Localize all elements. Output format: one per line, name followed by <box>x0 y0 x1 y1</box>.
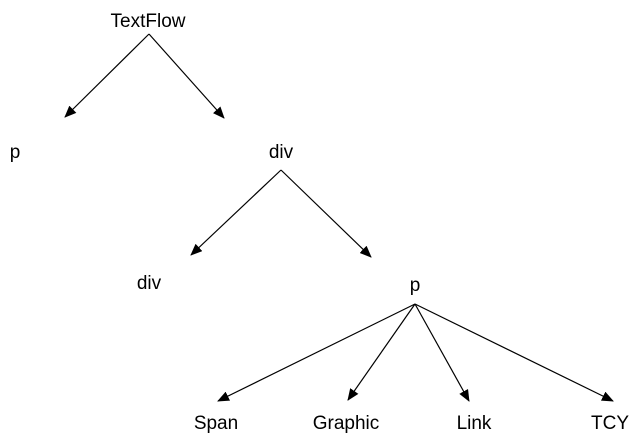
node-graphic: Graphic <box>313 413 380 434</box>
node-tcy: TCY <box>591 413 629 434</box>
edge-p-span <box>217 303 416 402</box>
edge-p-link <box>414 303 470 402</box>
edges <box>64 33 614 402</box>
node-div-upper: div <box>269 142 294 163</box>
nodes: TextFlow p div div p Span Graphic Link T… <box>10 11 630 434</box>
node-p-left: p <box>10 142 21 163</box>
edge-textflow-p <box>64 33 150 118</box>
node-p-right: p <box>410 275 421 296</box>
node-link: Link <box>457 413 492 434</box>
node-div-lower: div <box>137 273 162 294</box>
node-span: Span <box>194 413 238 434</box>
edge-textflow-div <box>148 33 225 119</box>
node-textflow: TextFlow <box>111 11 186 32</box>
edge-p-graphic <box>347 303 416 401</box>
edge-div-p <box>280 169 372 258</box>
edge-p-tcy <box>414 303 614 402</box>
edge-div-div <box>190 169 282 256</box>
